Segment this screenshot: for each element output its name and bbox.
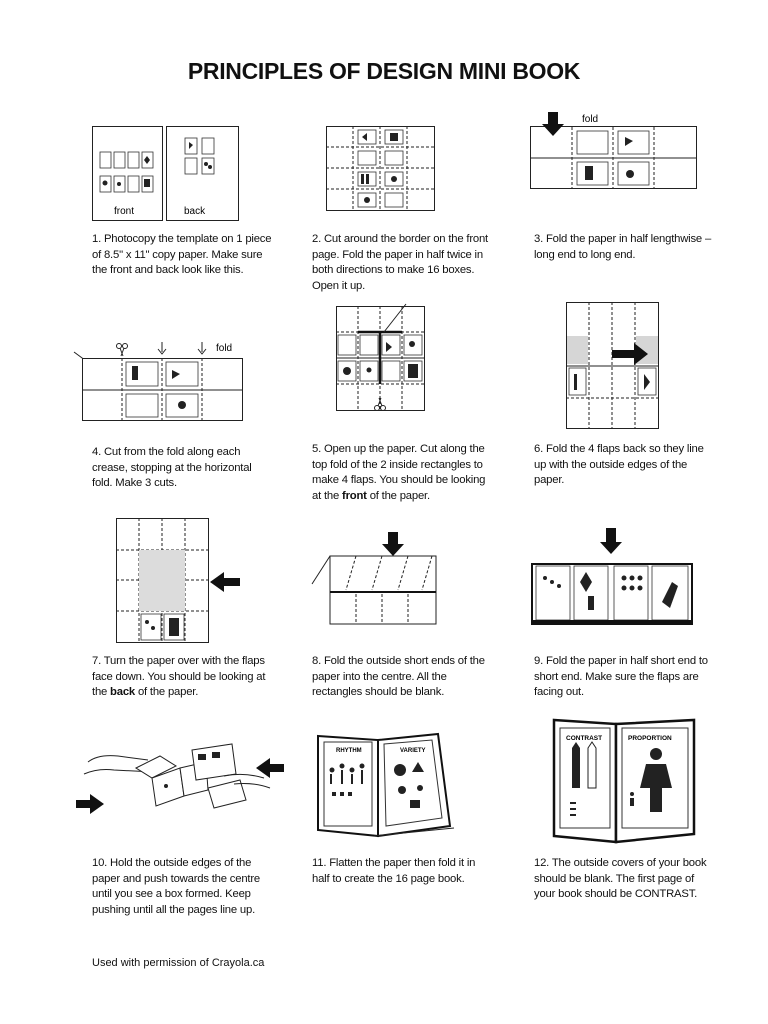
step-8-illustration	[311, 532, 442, 632]
front-label: front	[114, 206, 134, 217]
step-7-illustration	[116, 518, 246, 644]
step-5-caption: 5. Open up the paper. Cut along the top …	[312, 443, 486, 502]
step-7-caption: 7. Turn the paper over with the flaps fa…	[92, 655, 266, 699]
step-12-caption: 12. The outside covers of your book shou…	[534, 857, 707, 901]
step-12-illustration: CONTRAST PROPORTION	[552, 718, 696, 846]
step-11-caption: 11. Flatten the paper then fold it in ha…	[312, 857, 476, 885]
step-1-illustration: front back	[92, 126, 242, 222]
step-5-illustration	[336, 302, 426, 416]
variety-label: VARIETY	[400, 748, 426, 754]
step-8-caption: 8. Fold the outside short ends of the pa…	[312, 655, 485, 699]
step-4-caption: 4. Cut from the fold along each crease, …	[92, 446, 252, 490]
back-label: back	[184, 206, 206, 217]
proportion-label: PROPORTION	[628, 735, 672, 742]
step-3-caption: 3. Fold the paper in half lengthwise – l…	[534, 233, 712, 261]
step-9-caption: 9. Fold the paper in half short end to s…	[534, 655, 708, 699]
step-6-illustration	[566, 302, 662, 430]
step-3-illustration: fold	[530, 112, 700, 192]
step-10-illustration	[74, 740, 286, 820]
step-1-caption: 1. Photocopy the template on 1 piece of …	[92, 233, 272, 277]
step-9-illustration	[530, 526, 696, 626]
fold-label-step-4: fold	[216, 343, 232, 354]
rhythm-label: RHYTHM	[336, 748, 362, 754]
attribution-footer: Used with permission of Crayola.ca	[92, 957, 265, 969]
step-10-caption: 10. Hold the outside edges of the paper …	[92, 857, 260, 916]
page-title: PRINCIPLES OF DESIGN MINI BOOK	[187, 58, 581, 84]
contrast-label: CONTRAST	[566, 735, 602, 742]
step-4-illustration: fold	[72, 340, 247, 424]
step-2-illustration	[326, 126, 436, 212]
step-2-caption: 2. Cut around the border on the front pa…	[312, 233, 488, 292]
step-11-illustration: RHYTHM VARIETY	[314, 730, 455, 840]
fold-label-step-3: fold	[582, 114, 598, 125]
step-6-caption: 6. Fold the 4 flaps back so they line up…	[534, 443, 704, 487]
